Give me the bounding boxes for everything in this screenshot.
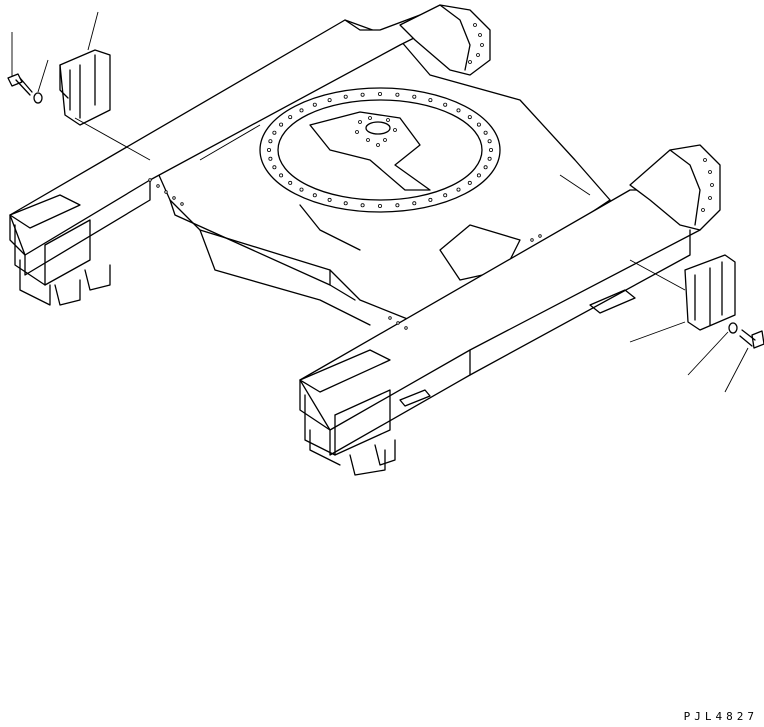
bolt-hole	[299, 187, 304, 192]
right-washer	[728, 322, 738, 334]
bolt-hole	[327, 197, 332, 202]
drawing-code: PJL4827	[683, 710, 758, 723]
bolt-hole	[343, 94, 348, 99]
bolt-hole	[428, 197, 433, 202]
bolt-hole	[443, 193, 448, 198]
left-washer	[33, 92, 43, 104]
bolt-hole	[412, 94, 417, 99]
left-track-frame	[9, 4, 491, 306]
bolt-hole	[268, 156, 273, 161]
right-leader-lines	[629, 259, 749, 393]
bolt-hole	[488, 147, 493, 152]
bolt-hole	[312, 102, 317, 107]
bolt-hole	[327, 98, 332, 103]
bolt-hole	[288, 115, 293, 120]
swing-circle-bolt-holes	[266, 92, 493, 208]
bolt-hole	[483, 165, 488, 170]
left-leader-lines	[11, 11, 151, 161]
bolt-hole	[476, 122, 481, 127]
bolt-hole	[343, 201, 348, 206]
bolt-hole	[487, 139, 492, 144]
right-track-frame	[299, 144, 721, 476]
bolt-hole	[412, 201, 417, 206]
bolt-hole	[288, 180, 293, 185]
bolt-hole	[279, 173, 284, 178]
bolt-hole	[266, 147, 271, 152]
bolt-hole	[279, 122, 284, 127]
bolt-hole	[428, 98, 433, 103]
bolt-hole	[395, 92, 400, 97]
left-bolt	[7, 73, 33, 96]
bolt-hole	[360, 203, 365, 208]
bolt-hole	[456, 108, 461, 113]
bolt-hole	[360, 92, 365, 97]
bolt-hole	[395, 203, 400, 208]
bolt-hole	[272, 165, 277, 170]
bolt-hole	[268, 139, 273, 144]
bolt-hole	[467, 115, 472, 120]
bolt-hole	[487, 156, 492, 161]
swing-circle	[259, 87, 501, 213]
bolt-hole	[456, 187, 461, 192]
right-bolt	[739, 329, 764, 349]
bolt-hole	[272, 130, 277, 135]
right-track-guard	[684, 254, 736, 331]
bolt-hole	[377, 92, 382, 97]
left-track-guard	[59, 49, 111, 126]
bolt-hole	[483, 130, 488, 135]
bolt-hole	[299, 108, 304, 113]
bolt-hole	[443, 102, 448, 107]
bolt-hole	[377, 203, 382, 208]
bolt-hole	[467, 180, 472, 185]
bolt-hole	[312, 193, 317, 198]
bolt-hole	[476, 173, 481, 178]
